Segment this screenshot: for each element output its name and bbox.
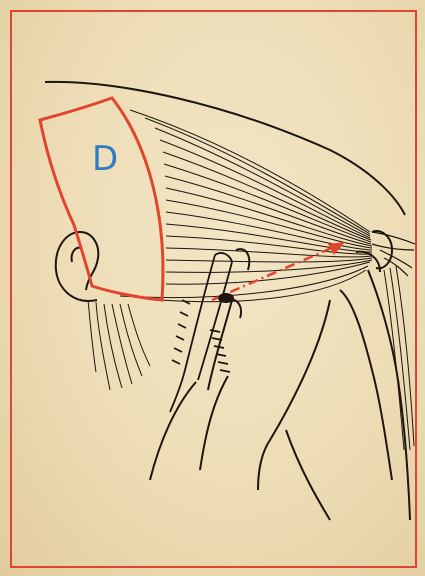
falling-hair [384,266,414,450]
hand-icon [258,231,410,520]
section-d-outline [40,98,163,300]
lower-hair [88,300,150,390]
section-d-label: D [92,142,118,176]
hair-tips [372,232,415,276]
ear-icon [56,232,99,301]
comb-contact-point [218,293,234,303]
